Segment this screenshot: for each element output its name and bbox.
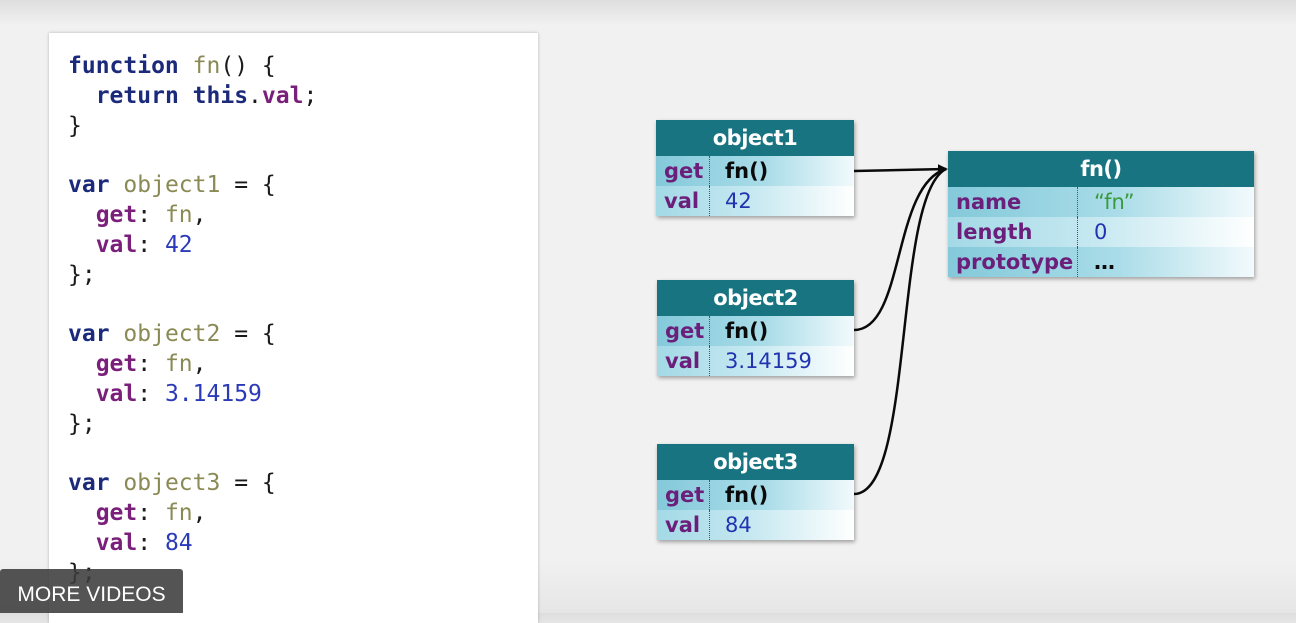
row-value: fn(): [725, 483, 769, 507]
code-token: }: [68, 112, 82, 139]
row-key: get: [657, 316, 710, 346]
row-key: prototype: [948, 247, 1078, 277]
number-literal: 42: [164, 231, 193, 258]
row-value: fn(): [725, 159, 769, 183]
row-value: “fn”: [1094, 190, 1135, 214]
variable-name: object3: [123, 470, 221, 497]
row-value: 0: [1094, 220, 1108, 244]
property-val: val: [95, 380, 138, 407]
number-literal: 3.14159: [164, 380, 262, 407]
function-row-length: length 0: [948, 217, 1254, 247]
property-val: val: [261, 82, 304, 109]
row-key: val: [657, 510, 710, 540]
keyword-this: this: [192, 82, 249, 109]
number-literal: 84: [164, 529, 193, 556]
keyword-var: var: [68, 321, 110, 348]
function-ref: fn: [164, 499, 193, 526]
keyword-return: return: [95, 82, 179, 109]
function-object-box: fn() name “fn” length 0 prototype …: [948, 151, 1254, 277]
object-row-get: get fn(): [656, 156, 854, 186]
keyword-function: function: [68, 53, 179, 79]
keyword-var: var: [68, 470, 110, 497]
more-videos-button[interactable]: MORE VIDEOS: [0, 569, 183, 613]
function-ref: fn: [164, 350, 193, 377]
object3-box: object3 get fn() val 84: [657, 444, 854, 540]
row-key: length: [948, 217, 1078, 247]
row-key: name: [948, 187, 1078, 217]
object-title: object1: [656, 120, 854, 156]
function-ref: fn: [164, 201, 193, 228]
object2-box: object2 get fn() val 3.14159: [657, 280, 854, 376]
object-title: object3: [657, 444, 854, 480]
code-token: () {: [220, 53, 276, 79]
code-panel: function fn() { return this.val; } var o…: [49, 33, 538, 623]
property-get: get: [95, 350, 138, 377]
code-block: function fn() { return this.val; } var o…: [68, 52, 317, 588]
row-key: val: [656, 186, 710, 216]
row-value: …: [1094, 250, 1115, 274]
property-get: get: [95, 201, 138, 228]
object1-box: object1 get fn() val 42: [656, 120, 854, 216]
function-row-name: name “fn”: [948, 187, 1254, 217]
arrow-object3-to-fn: [853, 167, 947, 496]
arrow-object1-to-fn: [853, 164, 948, 175]
row-key: get: [656, 156, 710, 186]
row-value: fn(): [725, 319, 769, 343]
row-key: val: [657, 346, 710, 376]
code-token: = {: [220, 172, 276, 199]
function-row-prototype: prototype …: [948, 247, 1254, 277]
function-title: fn(): [948, 151, 1254, 187]
object-row-val: val 84: [657, 510, 854, 540]
property-val: val: [95, 231, 138, 258]
row-value: 3.14159: [725, 349, 812, 373]
function-name: fn: [192, 53, 221, 79]
variable-name: object1: [123, 172, 221, 199]
code-token: = {: [220, 470, 276, 497]
object-row-val: val 42: [656, 186, 854, 216]
arrow-object2-to-fn: [853, 167, 947, 332]
row-key: get: [657, 480, 710, 510]
code-token: ;: [303, 82, 318, 109]
object-row-val: val 3.14159: [657, 346, 854, 376]
row-value: 84: [725, 513, 752, 537]
code-token: .: [248, 82, 262, 109]
property-get: get: [95, 499, 138, 526]
row-value: 42: [725, 189, 752, 213]
object-row-get: get fn(): [657, 316, 854, 346]
property-val: val: [95, 529, 138, 556]
code-token: };: [68, 410, 96, 437]
code-token: };: [68, 261, 96, 288]
keyword-var: var: [68, 172, 110, 199]
code-token: = {: [220, 321, 276, 348]
variable-name: object2: [123, 321, 221, 348]
object-row-get: get fn(): [657, 480, 854, 510]
object-title: object2: [657, 280, 854, 316]
